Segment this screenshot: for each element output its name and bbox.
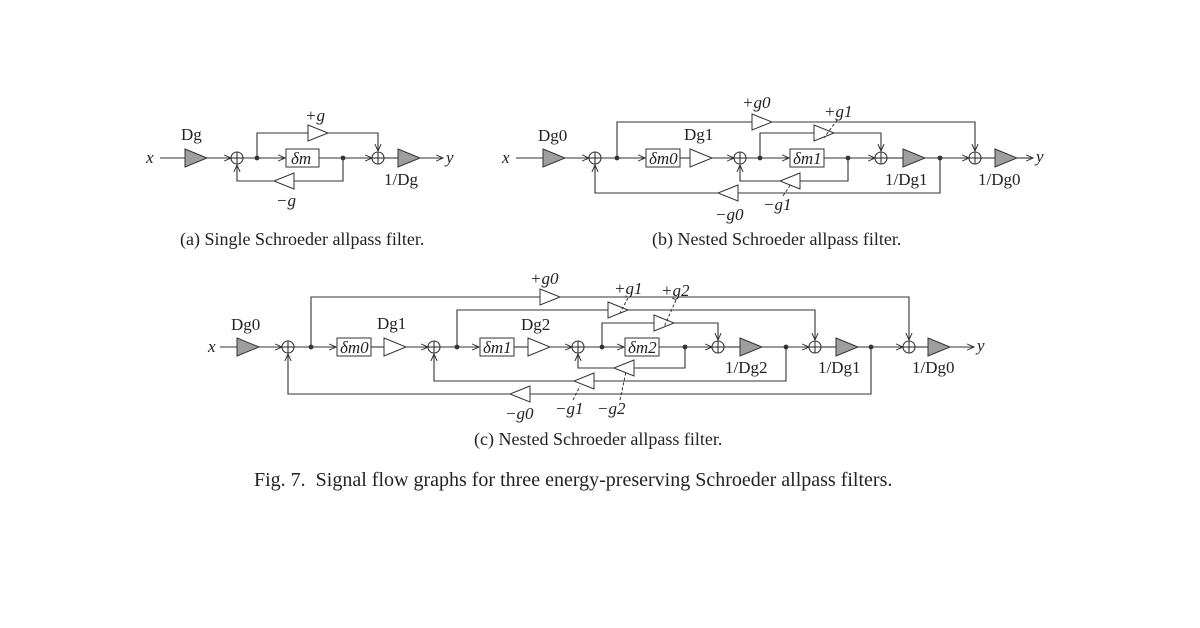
panel-c-input-gain0-triangle <box>236 337 261 357</box>
panel-c-output-gain2-label: 1/Dg2 <box>725 358 768 377</box>
panel-c-ff0-label: +g0 <box>530 269 559 288</box>
panel-c-input-gain2-triangle <box>527 337 552 357</box>
panel-b-input-label: x <box>501 148 510 167</box>
panel-c-fb2-label: −g2 <box>597 399 626 418</box>
panel-c-ff1-triangle <box>607 301 630 319</box>
panel-a-input-gain-label: Dg <box>181 125 202 144</box>
panel-a-delay-label: δm <box>291 149 311 168</box>
panel-b-delay1-label: δm1 <box>793 149 822 168</box>
panel-a-output-label: y <box>444 148 454 167</box>
panel-b-input-gain0-label: Dg0 <box>538 126 567 145</box>
panel-b-input-gain0-triangle <box>542 148 567 168</box>
figure-caption: Fig. 7. Signal flow graphs for three ene… <box>254 469 892 491</box>
panel-b-fb1-label: −g1 <box>763 195 791 214</box>
panel-c-delay0-label: δm0 <box>340 338 369 357</box>
panel-b-output-gain1-triangle <box>902 148 927 168</box>
panel-a-input-gain-triangle <box>184 148 209 168</box>
panel-c-output-gain1-triangle <box>835 337 860 357</box>
panel-b-diagram: x Dg0 δm0 Dg1 δm1 +g1 −g1 <box>501 93 1044 250</box>
panel-a-fb-gain-triangle <box>272 172 295 190</box>
panel-c-fb0-triangle <box>508 385 531 403</box>
panel-b-ff0-label: +g0 <box>742 93 771 112</box>
panel-c-fb2-triangle <box>612 359 635 377</box>
panel-c-input-gain0-label: Dg0 <box>231 315 260 334</box>
panel-c-output-label: y <box>975 336 985 355</box>
panel-b-fb0-triangle <box>716 184 739 202</box>
panel-c-input-gain1-label: Dg1 <box>377 314 406 333</box>
panel-c-fb1-triangle <box>572 372 595 390</box>
panel-b-output-gain1-label: 1/Dg1 <box>885 170 928 189</box>
panel-b-fb1-triangle <box>778 172 801 190</box>
panel-c-ff2-label: +g2 <box>661 281 690 300</box>
panel-b-output-label: y <box>1034 147 1044 166</box>
panel-a-input-label: x <box>145 148 154 167</box>
panel-c-ff2-triangle <box>653 314 676 332</box>
panel-b-ff1-triangle <box>813 124 836 142</box>
panel-a-ff-gain-triangle <box>307 124 330 142</box>
panel-b-delay0-label: δm0 <box>649 149 678 168</box>
panel-b-ff0-triangle <box>751 113 774 131</box>
panel-c-fb0-label: −g0 <box>505 404 534 423</box>
panel-a-output-gain-label: 1/Dg <box>384 170 419 189</box>
panel-b-input-gain1-triangle <box>689 148 714 168</box>
panel-b-output-gain0-label: 1/Dg0 <box>978 170 1021 189</box>
panel-c-fb1-label: −g1 <box>555 399 583 418</box>
panel-a-caption: (a) Single Schroeder allpass filter. <box>180 229 424 250</box>
panel-a-fb-gain-label: −g <box>276 191 296 210</box>
panel-c-ff1-label: +g1 <box>614 279 642 298</box>
panel-c-input-gain2-label: Dg2 <box>521 315 550 334</box>
panel-b-input-gain1-label: Dg1 <box>684 125 713 144</box>
panel-c-ff0-triangle <box>539 288 562 306</box>
panel-b-fb0-label: −g0 <box>715 205 744 224</box>
panel-a-output-gain-triangle <box>397 148 422 168</box>
panel-c-input-label: x <box>207 337 216 356</box>
panel-b-caption: (b) Nested Schroeder allpass filter. <box>652 229 901 250</box>
panel-c-input-gain1-triangle <box>383 337 408 357</box>
panel-c-output-gain0-label: 1/Dg0 <box>912 358 955 377</box>
panel-b-ff1-label: +g1 <box>824 102 852 121</box>
panel-a-ff-gain-label: +g <box>305 106 325 125</box>
panel-b-output-gain0-triangle <box>994 148 1019 168</box>
panel-c-delay1-label: δm1 <box>483 338 512 357</box>
panel-a-diagram: x Dg δm +g −g 1/Dg y (a) Single Schroede… <box>145 106 454 250</box>
panel-c-output-gain0-triangle <box>927 337 952 357</box>
panel-c-caption: (c) Nested Schroeder allpass filter. <box>474 429 722 450</box>
panel-c-output-gain1-label: 1/Dg1 <box>818 358 861 377</box>
panel-c-output-gain2-triangle <box>739 337 764 357</box>
panel-c-delay2-label: δm2 <box>628 338 657 357</box>
panel-c-diagram: x Dg0 δm0 Dg1 δm1 Dg2 δm2 <box>207 269 985 450</box>
